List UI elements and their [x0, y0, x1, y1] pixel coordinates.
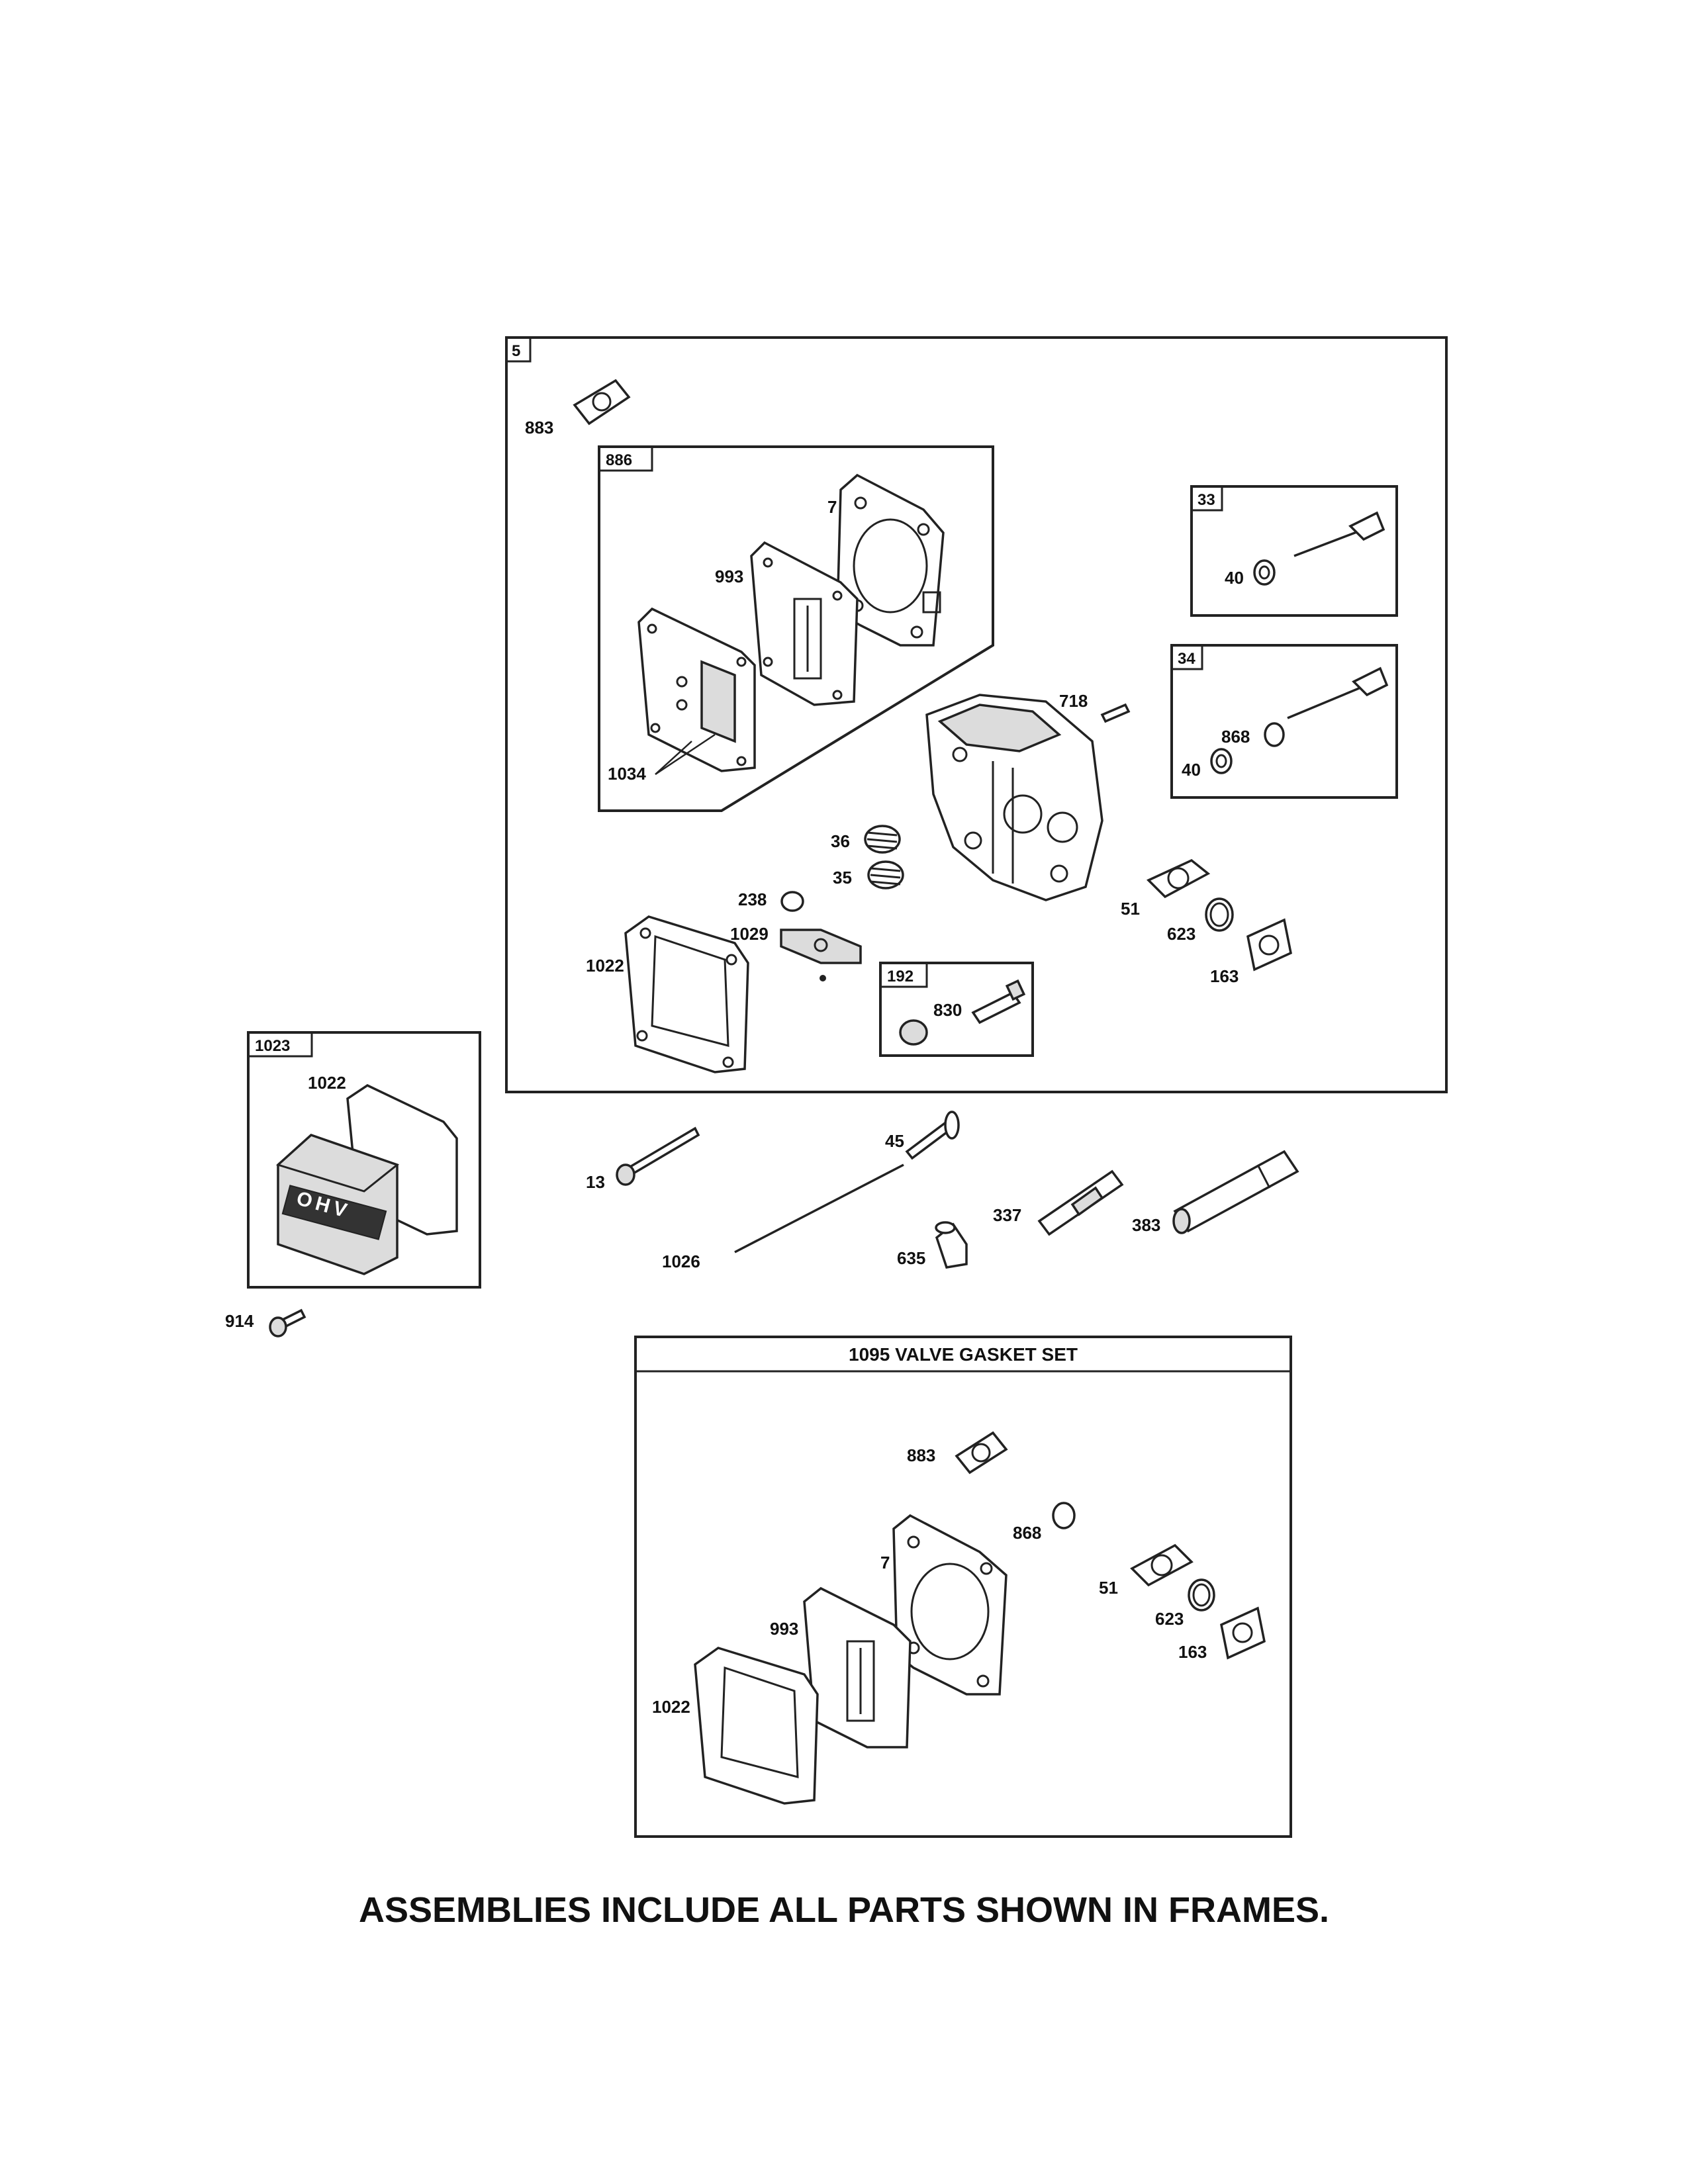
part-718-pin: 718 [1059, 691, 1131, 723]
svg-text:40: 40 [1182, 760, 1201, 780]
svg-text:33: 33 [1197, 491, 1215, 509]
svg-text:7: 7 [880, 1553, 890, 1572]
svg-text:830: 830 [933, 1000, 962, 1020]
svg-text:1022: 1022 [308, 1073, 346, 1093]
svg-text:34: 34 [1178, 650, 1196, 668]
part-993-gasket: 993 [715, 541, 859, 706]
part-7-head-gasket: 7 [827, 473, 945, 647]
svg-text:238: 238 [738, 889, 767, 909]
part-883-intake-gasket: 883 [525, 379, 631, 437]
frame-5-label: 5 [512, 342, 520, 360]
svg-text:51: 51 [1121, 899, 1140, 919]
set-part-883: 883 [907, 1431, 1008, 1475]
svg-text:1026: 1026 [662, 1251, 700, 1271]
svg-text:914: 914 [225, 1311, 254, 1331]
frame-rocker-stud-192: 192 830 [879, 962, 1034, 1057]
part-36-valve-spring: 36 [831, 825, 901, 854]
part-1029-rocker-arm: 1029 [730, 924, 862, 981]
frame-cylinder-head-assembly: 5 [505, 336, 1448, 1093]
part-1034-breather-plate: 1034 [608, 607, 756, 784]
svg-text:1023: 1023 [255, 1037, 290, 1055]
part-383-tube: 383 [1132, 1150, 1299, 1235]
part-cylinder-head [925, 694, 1103, 901]
set-part-868: 868 [1013, 1502, 1076, 1543]
svg-text:51: 51 [1099, 1578, 1118, 1598]
svg-text:13: 13 [586, 1172, 605, 1192]
svg-text:868: 868 [1013, 1523, 1041, 1543]
assemblies-footnote: ASSEMBLIES INCLUDE ALL PARTS SHOWN IN FR… [358, 1890, 1330, 1930]
set-part-163: 163 [1178, 1606, 1266, 1662]
part-635-elbow: 635 [897, 1221, 968, 1269]
svg-text:886: 886 [606, 451, 632, 469]
part-51-exhaust-gasket: 51 [1121, 858, 1211, 919]
part-35-valve-spring: 35 [833, 860, 904, 889]
frame-exhaust-valve-34: 34 868 40 [1170, 644, 1398, 799]
frame-valve-gasket-set-1095: 1095 VALVE GASKET SET [634, 1336, 1292, 1838]
set-part-623: 623 [1155, 1578, 1215, 1629]
set-part-51: 51 [1099, 1543, 1194, 1598]
set-part-1022: 1022 [652, 1647, 819, 1805]
svg-text:192: 192 [887, 968, 914, 985]
svg-text:36: 36 [831, 831, 850, 851]
part-13-bolt: 13 [586, 1126, 700, 1192]
svg-text:45: 45 [885, 1131, 904, 1151]
part-623-ring: 623 [1167, 897, 1234, 944]
part-163-gasket: 163 [1210, 918, 1292, 986]
svg-text:623: 623 [1155, 1609, 1184, 1629]
part-1022-rocker-cover-gasket: 1022 [586, 915, 749, 1073]
svg-text:1022: 1022 [586, 956, 624, 976]
svg-text:868: 868 [1221, 727, 1250, 747]
part-45-valve-tappet: 45 [885, 1111, 960, 1160]
svg-text:623: 623 [1167, 924, 1196, 944]
gasket-set-title: 1095 VALVE GASKET SET [849, 1344, 1078, 1365]
svg-text:383: 383 [1132, 1215, 1160, 1235]
set-part-993: 993 [770, 1586, 912, 1749]
svg-text:1022: 1022 [652, 1697, 690, 1717]
frame-intake-valve-33: 33 40 [1190, 485, 1398, 617]
svg-text:635: 635 [897, 1248, 925, 1268]
svg-text:1029: 1029 [730, 924, 769, 944]
part-238-washer: 238 [738, 889, 804, 912]
svg-text:337: 337 [993, 1205, 1021, 1225]
svg-text:718: 718 [1059, 691, 1088, 711]
svg-text:40: 40 [1225, 568, 1244, 588]
svg-text:993: 993 [715, 567, 743, 586]
svg-text:7: 7 [827, 497, 837, 517]
svg-text:35: 35 [833, 868, 852, 887]
svg-text:163: 163 [1178, 1642, 1207, 1662]
frame-gasket-set-886: 886 [598, 445, 994, 812]
svg-text:883: 883 [525, 418, 553, 437]
svg-text:163: 163 [1210, 966, 1239, 986]
part-1026-push-rod: 1026 [662, 1163, 904, 1271]
svg-text:1034: 1034 [608, 764, 646, 784]
frame-valve-cover-assembly-1023: 1023 OHV 1022 [247, 1031, 481, 1289]
set-part-7: 7 [880, 1514, 1008, 1696]
part-914-screw: 914 [225, 1308, 306, 1338]
part-337-spark-plug: 337 [993, 1169, 1124, 1236]
svg-text:883: 883 [907, 1445, 935, 1465]
svg-text:993: 993 [770, 1619, 798, 1639]
